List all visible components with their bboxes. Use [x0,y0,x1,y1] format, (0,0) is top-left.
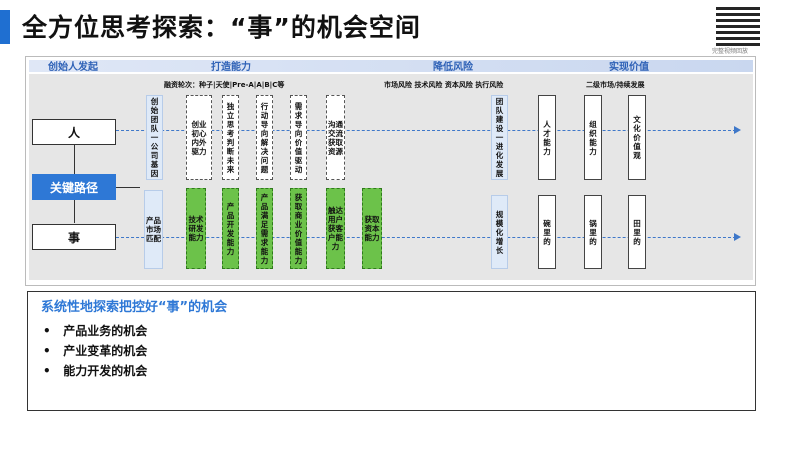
column-independent-thinking: 独立思考判断未来 [222,95,239,180]
column-demand-oriented: 需求导向价值驱动 [290,95,307,180]
key-path-label: 关键路径 [32,174,116,200]
phase-reduce-risk: 降低风险 [433,62,473,73]
column-business-value: 获取商业价值能力 [290,188,307,269]
summary-bullet: • 产品业务的机会 [43,324,148,338]
phase-band [29,60,753,72]
column-team-building: 团队建设一进化发展 [491,95,508,180]
column-founding-team: 创始团队一公司基因 [146,95,163,180]
risk-headers: 市场风险 技术风险 资本风险 执行风险 [384,81,504,89]
column-founder-drive: 创业初心内外驱力 [186,95,212,180]
thing-flow-line [116,237,736,238]
thing-flow-arrow [734,233,741,241]
column-org-capability: 组织能力 [584,95,602,180]
column-in-field: 田里的 [628,195,646,269]
summary-bullet: • 产业变革的机会 [43,344,148,358]
column-culture-values: 文化价值观 [628,95,646,180]
column-user-reach: 触达用户获客户能力 [326,188,345,269]
column-product-dev: 产品开发能力 [222,188,239,269]
market-header: 二级市场/持续发展 [586,81,645,89]
column-communication: 沟通交流获取资源 [326,95,345,180]
column-talent-capability: 人才能力 [538,95,556,180]
person-flow-line [116,130,736,131]
funding-rounds-header: 融资轮次：种子|天使|Pre-A|A|B|C等 [164,81,285,89]
page-title: 全方位思考探索：“事”的机会空间 [22,13,421,42]
column-tech-rd: 技术研发能力 [186,188,206,269]
column-scale-growth: 规模化增长 [491,195,508,269]
row-label-thing: 事 [32,224,116,250]
phase-founder: 创始人发起 [48,62,98,73]
column-capital: 获取资本能力 [362,188,382,269]
qr-code[interactable] [716,6,760,46]
keypath-connector [116,187,140,188]
summary-title: 系统性地探索把控好“事”的机会 [41,300,228,315]
column-meet-demand: 产品满足需求能力 [256,188,273,269]
column-action-oriented: 行动导向解决问题 [256,95,273,180]
column-in-pot: 锅里的 [584,195,602,269]
qr-caption: 完整视频回放 [712,48,749,55]
row-label-person: 人 [32,119,116,145]
column-product-market-fit: 产品市场匹配 [144,190,163,269]
phase-realize-value: 实现价值 [609,62,649,73]
summary-bullet: • 能力开发的机会 [43,364,148,378]
person-flow-arrow [734,126,741,134]
column-in-bowl: 碗里的 [538,195,556,269]
title-accent-bar [0,10,10,44]
phase-build: 打造能力 [211,62,251,73]
summary-box [27,291,756,411]
